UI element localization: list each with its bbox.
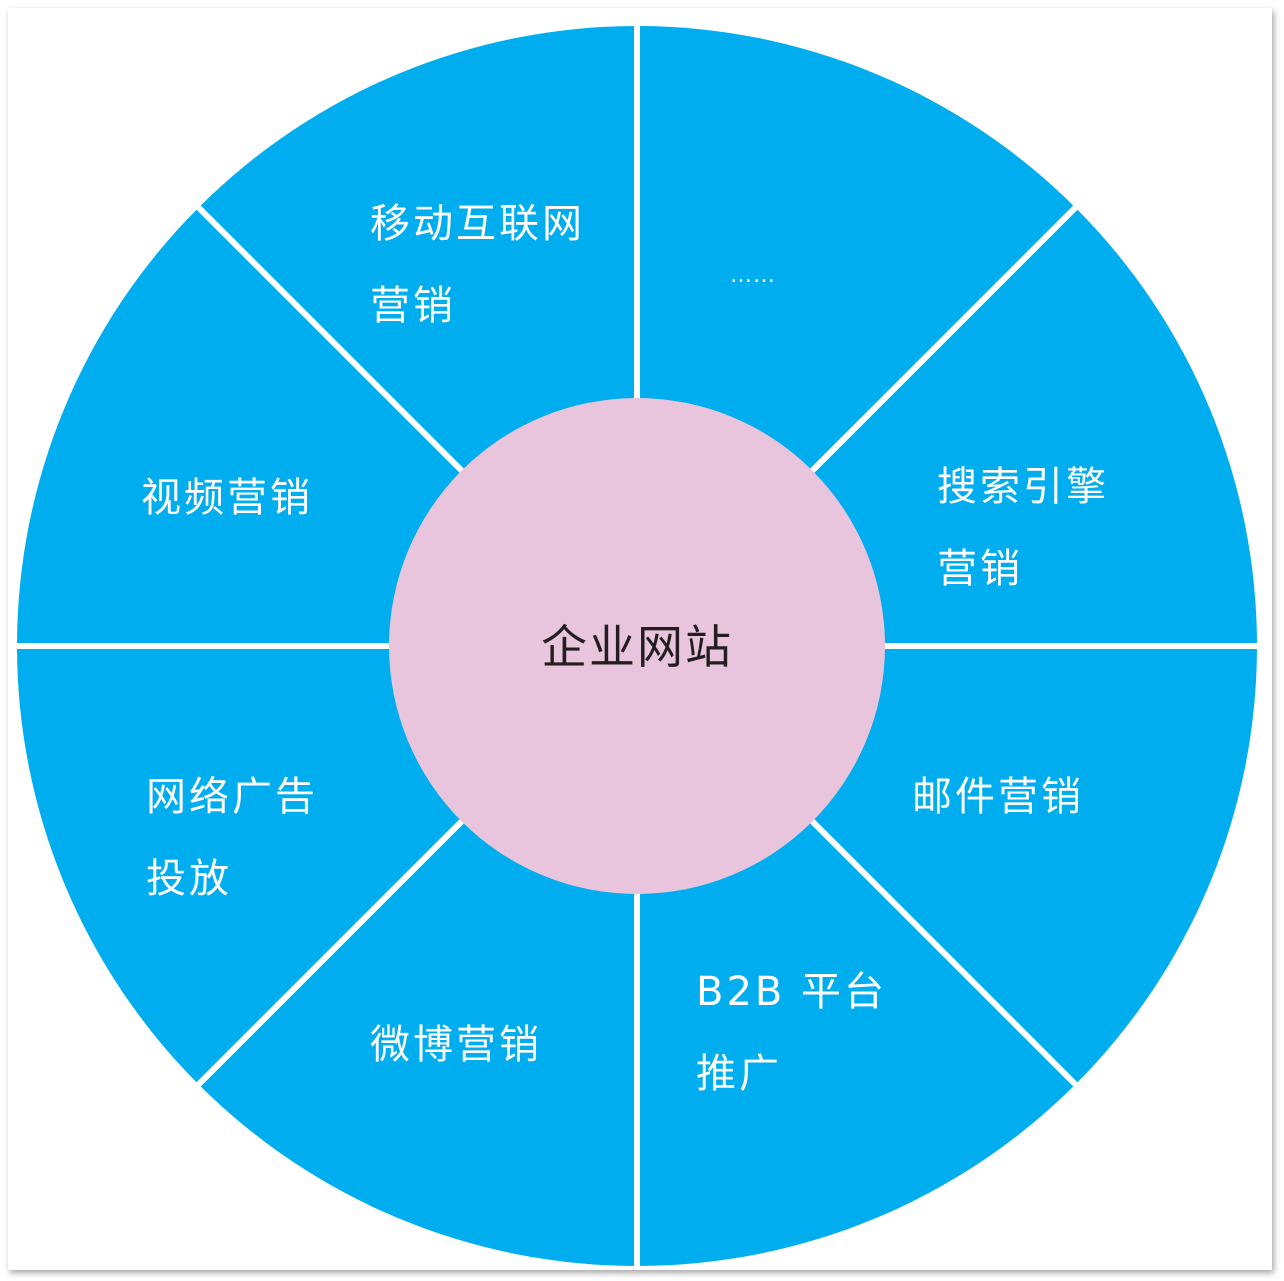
segment-divider	[193, 815, 468, 1090]
segment-email-marketing: 邮件营销	[912, 774, 1084, 820]
segment-divider	[806, 815, 1081, 1090]
segment-label-line: 邮件营销	[912, 774, 1084, 820]
segment-label-line: 推广	[696, 1051, 782, 1097]
center-label: 企业网站	[541, 620, 733, 674]
segment-divider	[193, 202, 468, 477]
segment-label-line: 营销	[370, 283, 456, 329]
segment-label-line: 搜索引擎	[937, 464, 1109, 510]
segment-label-line: 移动互联网	[370, 201, 585, 247]
segment-label-line: 微博营销	[370, 1022, 542, 1068]
segment-divider	[806, 202, 1081, 477]
segment-ellipsis: ……	[730, 263, 776, 288]
segment-label-line: ……	[730, 263, 776, 288]
segment-video-marketing: 视频营销	[141, 475, 313, 521]
segment-label-line: 视频营销	[141, 475, 313, 521]
segment-weibo-marketing: 微博营销	[370, 1022, 542, 1068]
center-hub	[389, 398, 885, 894]
segment-label-line: 网络广告	[146, 774, 318, 820]
segment-dividers	[13, 22, 1261, 1270]
segment-label-line: 投放	[146, 856, 232, 902]
segment-label-line: B2B 平台	[696, 969, 887, 1015]
segment-label-line: 营销	[937, 546, 1023, 592]
